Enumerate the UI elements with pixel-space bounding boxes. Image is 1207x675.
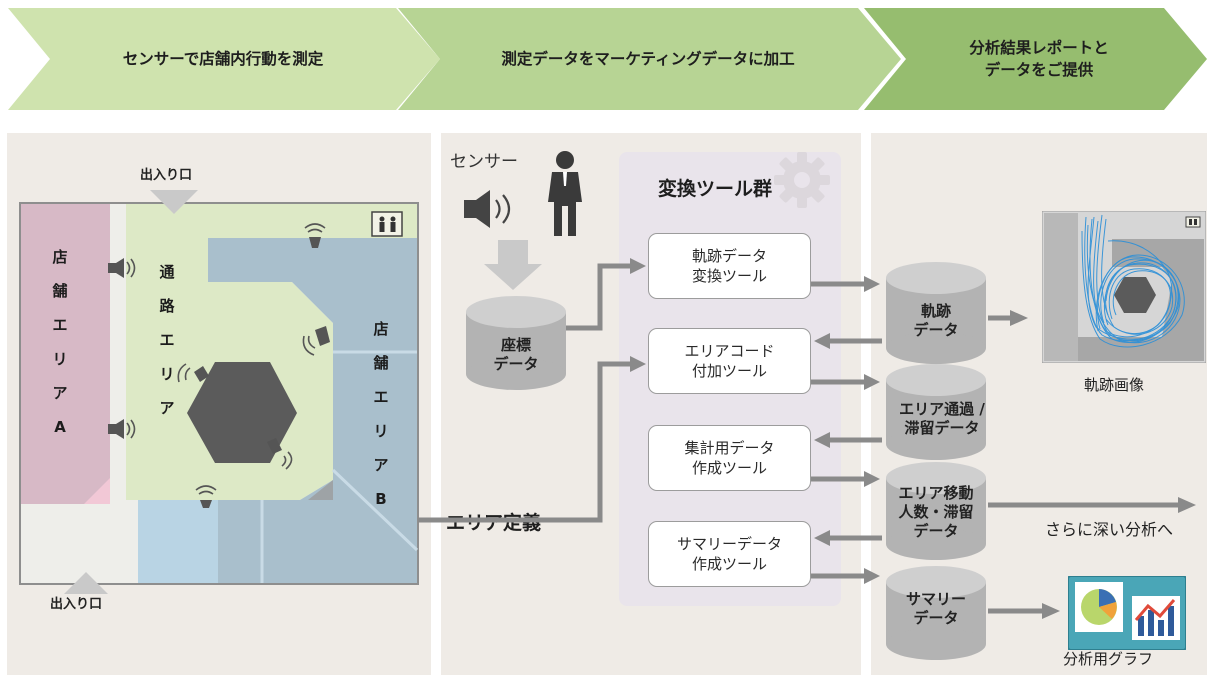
entrance-top-arrow (150, 190, 198, 214)
step-2-shape (398, 8, 901, 110)
area-pass-data-label: エリア通過 / 滞留データ (899, 400, 985, 437)
entrance-top-label: 出入り口 (140, 168, 193, 183)
cylinder-shape (466, 296, 566, 390)
area-move-data-cylinder: エリア移動 人数・滞留 データ (886, 462, 986, 562)
step-3-shape (864, 8, 1207, 110)
summary-data-label: サマリー データ (905, 590, 966, 627)
cylinder-shape (886, 364, 986, 460)
trajectory-data-label: 軌跡 データ (913, 302, 959, 339)
step-1-chevron: センサーで店舗内行動を測定 (8, 8, 440, 110)
sensor-label: センサー (450, 152, 518, 172)
step-3-chevron: 分析結果レポートと データをご提供 (864, 8, 1207, 110)
tools-title: 変換ツール群 (658, 178, 773, 200)
hexagon-pillar (187, 362, 297, 463)
further-analysis-label: さらに深い分析へ (1045, 520, 1174, 539)
area-pass-data-cylinder: エリア通過 / 滞留データ (886, 364, 986, 462)
trajectory-data-cylinder: 軌跡 データ (886, 262, 986, 366)
tool-trajectory: 軌跡データ 変換ツール (648, 233, 811, 299)
step-3-label: 分析結果レポートと データをご提供 (969, 39, 1109, 79)
passage-area-label: 通路エリア (159, 263, 175, 417)
analysis-graph-label: 分析用グラフ (1063, 650, 1154, 668)
floor-plan (19, 190, 419, 594)
sensor-icon (108, 258, 124, 278)
tool-summary: サマリーデータ 作成ツール (648, 521, 811, 587)
entrance-bottom-label: 出入り口 (50, 597, 103, 612)
tool-area-code: エリアコード 付加ツール (648, 328, 811, 394)
trajectory-image-label: 軌跡画像 (1084, 376, 1145, 394)
cylinder-shape (886, 566, 986, 660)
coord-data-cylinder: 座標 データ (466, 296, 566, 392)
step-1-label: センサーで店舗内行動を測定 (122, 50, 324, 68)
elevator-icon (1185, 216, 1201, 228)
sensor-icon (177, 363, 209, 383)
sensor-icon (304, 223, 326, 248)
cylinder-shape (886, 262, 986, 364)
sensor-icon (108, 419, 124, 439)
step-2-chevron: 測定データをマーケティングデータに加工 (398, 8, 901, 110)
trajectory-image (1042, 211, 1206, 363)
step-1-shape (8, 8, 440, 110)
store-area-a (21, 204, 110, 504)
area-move-data-label: エリア移動 人数・滞留 データ (898, 484, 974, 540)
analysis-graph-icon (1068, 576, 1186, 650)
sensor-icon (302, 326, 330, 356)
elevator-icon (371, 211, 403, 237)
entrance-bottom-arrow (64, 572, 108, 594)
step-2-label: 測定データをマーケティングデータに加工 (501, 50, 795, 68)
summary-data-cylinder: サマリー データ (886, 566, 986, 662)
sensor-large-icon (464, 190, 511, 228)
coord-data-label: 座標 データ (493, 336, 539, 373)
sensor-icon (195, 485, 217, 508)
tool-aggregate: 集計用データ 作成ツール (648, 425, 811, 491)
person-icon (548, 151, 582, 236)
down-arrow-icon (484, 240, 542, 290)
gear-icon (774, 152, 830, 208)
store-area-b (138, 238, 417, 583)
sensor-icon (267, 438, 293, 470)
cylinder-shape (886, 462, 986, 560)
